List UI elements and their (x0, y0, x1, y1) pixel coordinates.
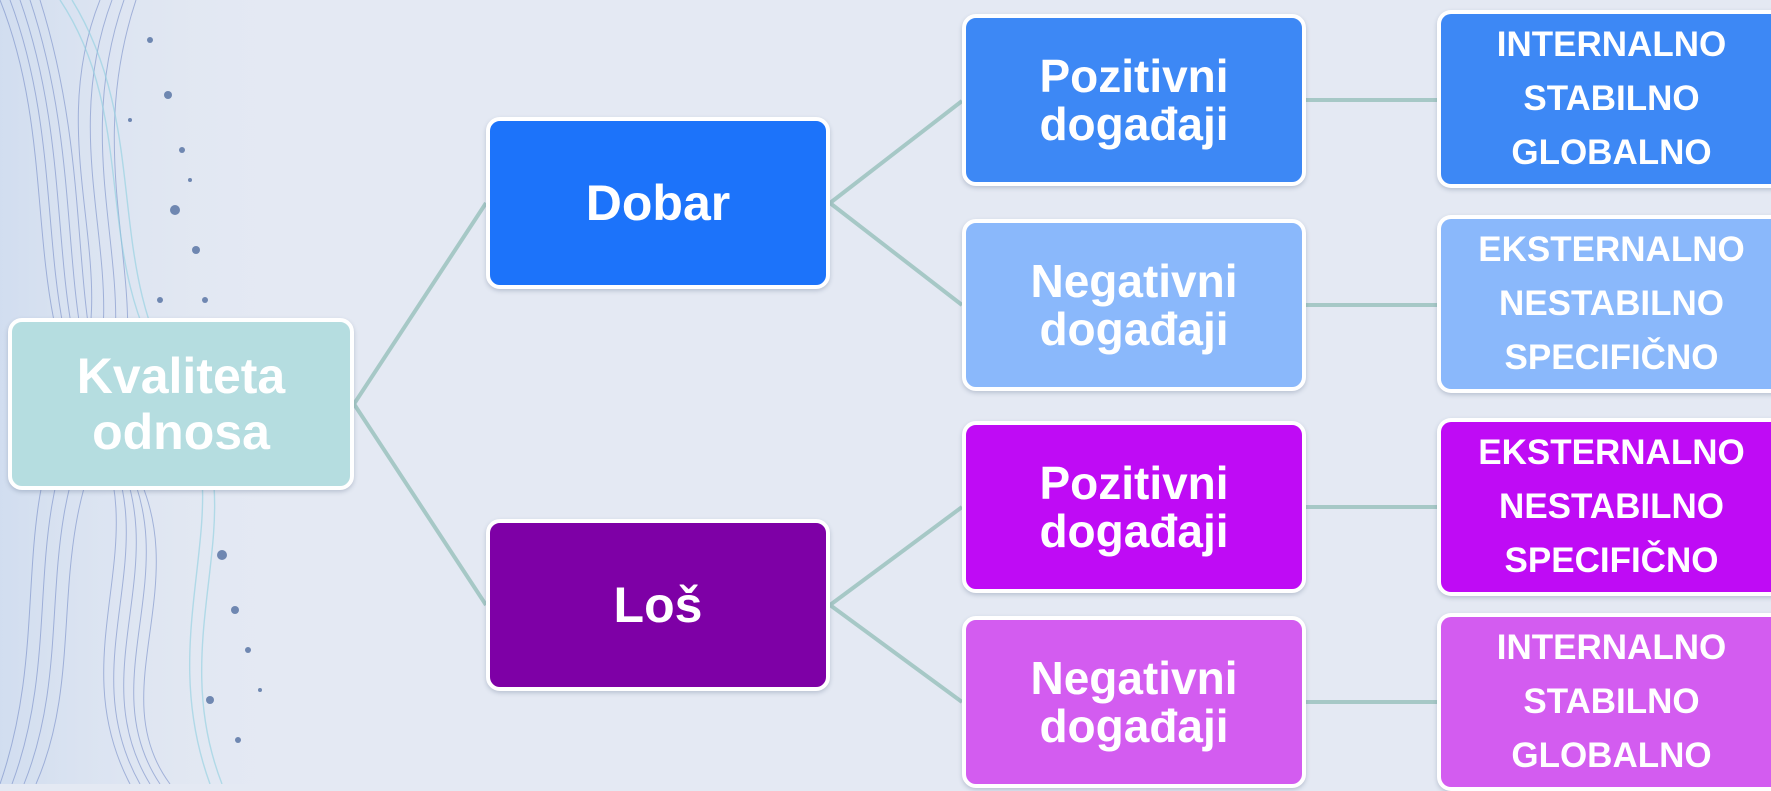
attribution-globality: SPECIFIČNO (1504, 338, 1719, 377)
node-root-line1: Kvaliteta (76, 348, 286, 404)
node-dobar-pozitivni: Pozitivni događaji (962, 14, 1306, 186)
connector-root-los (352, 402, 488, 607)
node-dobar-label: Dobar (585, 175, 731, 231)
attribution-locus: INTERNALNO (1496, 628, 1727, 667)
event-line1: Negativni (1030, 652, 1238, 704)
node-dobar: Dobar (486, 117, 830, 289)
connector-dobar-pozitivni (828, 99, 964, 205)
node-attr-dobar-pozitivni: INTERNALNO STABILNO GLOBALNO (1437, 10, 1771, 188)
event-line2: događaji (1039, 98, 1229, 150)
node-root-line2: odnosa (92, 404, 270, 460)
event-line2: događaji (1039, 700, 1229, 752)
node-attr-dobar-negativni: EKSTERNALNO NESTABILNO SPECIFIČNO (1437, 215, 1771, 393)
event-line2: događaji (1039, 303, 1229, 355)
node-attr-los-pozitivni: EKSTERNALNO NESTABILNO SPECIFIČNO (1437, 418, 1771, 596)
attribution-stability: NESTABILNO (1499, 487, 1724, 526)
attribution-locus: INTERNALNO (1496, 25, 1727, 64)
connector-root-dobar (352, 201, 488, 406)
node-los: Loš (486, 519, 830, 691)
node-los-negativni: Negativni događaji (962, 616, 1306, 788)
attribution-globality: GLOBALNO (1511, 133, 1712, 172)
connector-los-pozitivni (828, 505, 964, 607)
event-line2: događaji (1039, 505, 1229, 557)
event-line1: Pozitivni (1039, 457, 1229, 509)
attribution-stability: STABILNO (1523, 79, 1700, 118)
node-los-label: Loš (613, 577, 703, 633)
node-dobar-negativni: Negativni događaji (962, 219, 1306, 391)
attribution-globality: SPECIFIČNO (1504, 541, 1719, 580)
attribution-locus: EKSTERNALNO (1478, 433, 1745, 472)
attribution-stability: NESTABILNO (1499, 284, 1724, 323)
connector-dobar-negativni (828, 201, 964, 307)
node-root: Kvaliteta odnosa (8, 318, 354, 490)
attribution-locus: EKSTERNALNO (1478, 230, 1745, 269)
attribution-globality: GLOBALNO (1511, 736, 1712, 775)
connector-los-negativni (828, 603, 964, 704)
event-line1: Pozitivni (1039, 50, 1229, 102)
event-line1: Negativni (1030, 255, 1238, 307)
node-los-pozitivni: Pozitivni događaji (962, 421, 1306, 593)
attribution-stability: STABILNO (1523, 682, 1700, 721)
node-attr-los-negativni: INTERNALNO STABILNO GLOBALNO (1437, 613, 1771, 791)
